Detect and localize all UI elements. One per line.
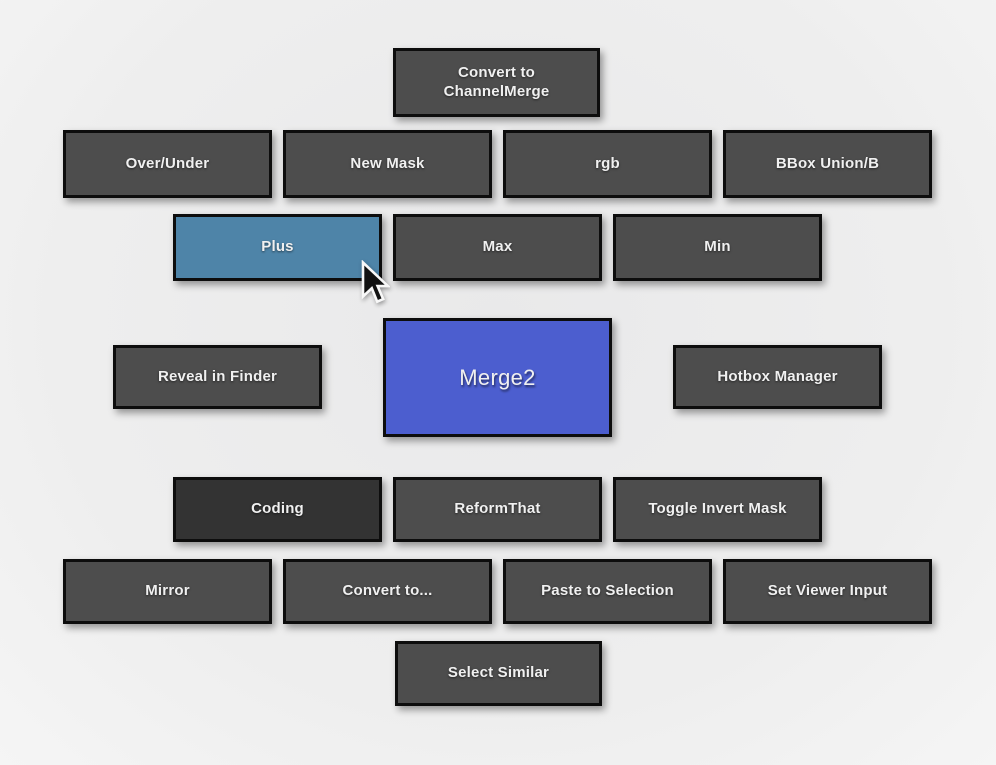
paste-to-selection-button[interactable]: Paste to Selection <box>503 559 712 624</box>
rgb-button[interactable]: rgb <box>503 130 712 198</box>
select-similar-button[interactable]: Select Similar <box>395 641 602 706</box>
convert-to-button[interactable]: Convert to... <box>283 559 492 624</box>
plus-button[interactable]: Plus <box>173 214 382 281</box>
hotbox-manager-button[interactable]: Hotbox Manager <box>673 345 882 409</box>
new-mask-button[interactable]: New Mask <box>283 130 492 198</box>
reveal-in-finder-button[interactable]: Reveal in Finder <box>113 345 322 409</box>
reformthat-button[interactable]: ReformThat <box>393 477 602 542</box>
max-button[interactable]: Max <box>393 214 602 281</box>
toggle-invert-mask-button[interactable]: Toggle Invert Mask <box>613 477 822 542</box>
min-button[interactable]: Min <box>613 214 822 281</box>
convert-to-channelmerge-button[interactable]: Convert to ChannelMerge <box>393 48 600 117</box>
coding-button[interactable]: Coding <box>173 477 382 542</box>
over-under-button[interactable]: Over/Under <box>63 130 272 198</box>
merge2-center-button[interactable]: Merge2 <box>383 318 612 437</box>
set-viewer-input-button[interactable]: Set Viewer Input <box>723 559 932 624</box>
bbox-union-button[interactable]: BBox Union/B <box>723 130 932 198</box>
mirror-button[interactable]: Mirror <box>63 559 272 624</box>
